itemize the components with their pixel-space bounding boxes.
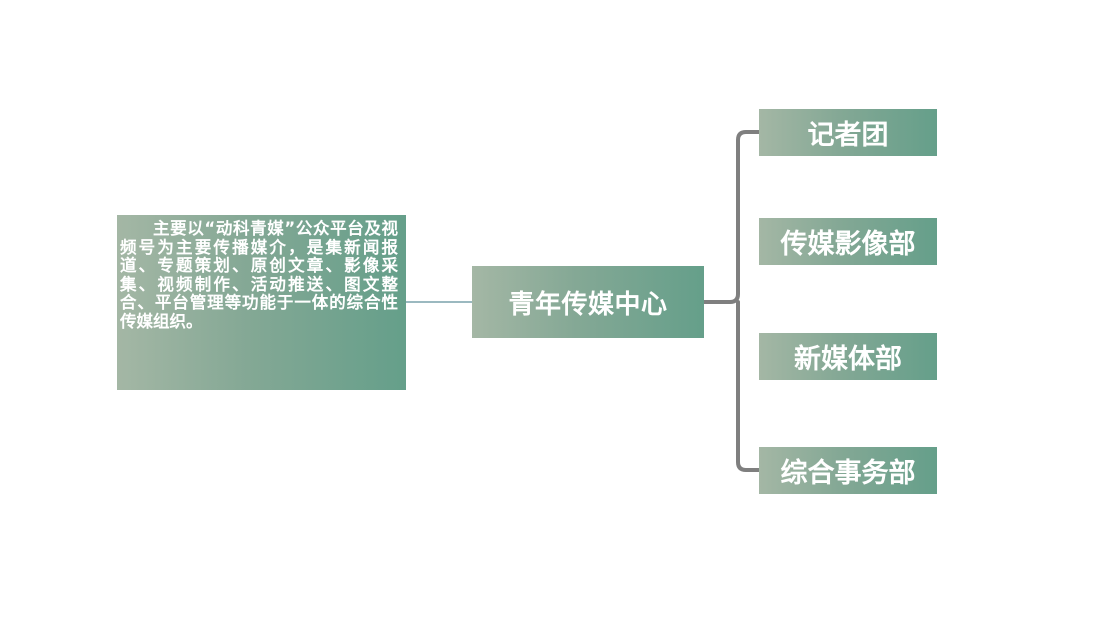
department-reporter-team: 记者团 [759,109,937,156]
description-text: 主要以“动科青媒”公众平台及视频号为主要传播媒介，是集新闻报道、专题策划、原创文… [120,219,398,331]
center-node: 青年传媒中心 [472,266,704,338]
department-label: 传媒影像部 [780,229,916,260]
department-label: 新媒体部 [794,344,902,375]
department-bracket [702,130,761,472]
description-box: 主要以“动科青媒”公众平台及视频号为主要传播媒介，是集新闻报道、专题策划、原创文… [117,215,406,390]
department-label: 综合事务部 [780,458,916,489]
department-general-affairs: 综合事务部 [759,447,937,494]
department-new-media: 新媒体部 [759,333,937,380]
center-node-label: 青年传媒中心 [508,289,668,320]
department-label: 记者团 [807,120,889,151]
department-media-imaging: 传媒影像部 [759,218,937,265]
